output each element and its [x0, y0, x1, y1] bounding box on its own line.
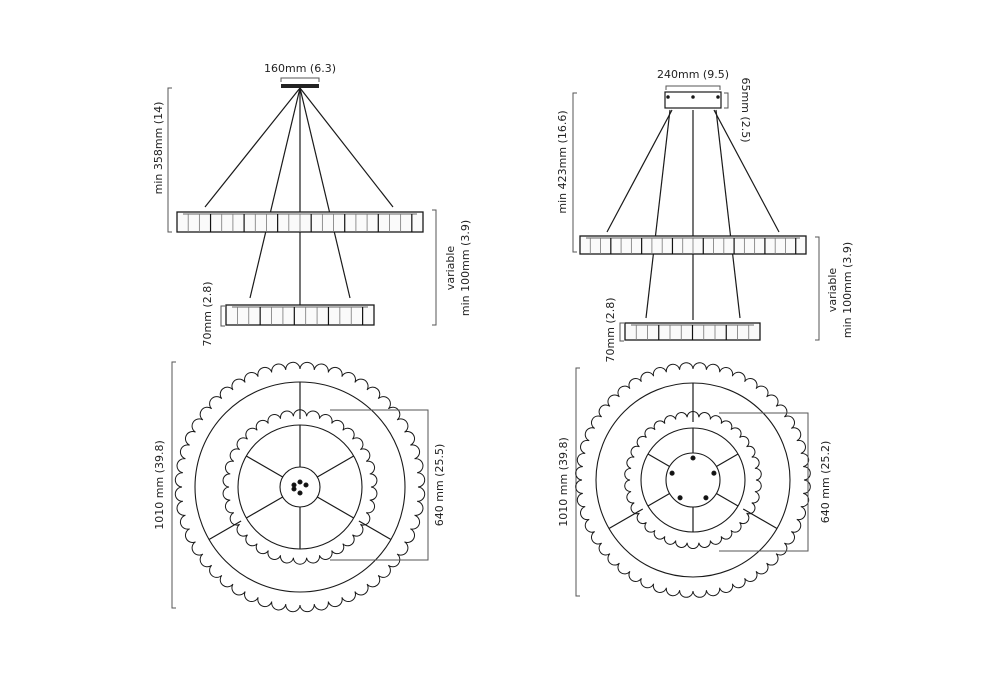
right-inner-spoke [647, 492, 670, 507]
right-canopy-height-dimension [724, 92, 729, 109]
left-gap-label-1: variable [444, 246, 457, 291]
left-inner-spoke [317, 455, 354, 478]
left-hub-mount-point [291, 482, 297, 488]
left-ring-height-dimension [220, 305, 225, 327]
right-inner-diameter-label: 640 mm (25.2) [819, 441, 832, 524]
right-ring-height-dimension [619, 322, 624, 342]
right-canopy [664, 91, 722, 109]
right-canopy-screw [691, 95, 695, 99]
right-ring-height-label: 70mm (2.8) [604, 297, 617, 362]
left-outer-scalloped-ring [174, 361, 426, 613]
right-outer-diameter-label: 1010 mm (39.8) [557, 437, 570, 527]
left-upper-cable [299, 87, 394, 208]
left-ring-height-label: 70mm (2.8) [201, 281, 214, 346]
right-gap-label-2: min 100mm (3.9) [841, 242, 854, 338]
left-inner-spoke [246, 455, 283, 478]
right-lower-cable [645, 109, 671, 319]
left-canopy-width-label: 160mm (6.3) [264, 62, 336, 75]
right-outer-connector [608, 508, 644, 530]
drawing-artwork [167, 77, 820, 613]
left-lower-ring [225, 304, 375, 326]
right-hub [665, 452, 721, 508]
left-hub-mount-point [297, 490, 303, 496]
right-canopy-screw [666, 95, 670, 99]
left-outer-connector [358, 520, 392, 541]
right-hub-mount-point [711, 470, 717, 476]
left-outer-diameter-label: 1010 mm (39.8) [153, 440, 166, 530]
right-inner-spoke [716, 492, 739, 507]
left-hub-mount-point [297, 479, 303, 485]
left-inner-diameter-label: 640 mm (25.5) [433, 444, 446, 527]
right-gap-dimension [815, 236, 820, 341]
left-outer-connector [208, 520, 242, 541]
left-gap-dimension [432, 209, 437, 326]
left-lower-cable [299, 87, 351, 299]
right-min-height-label: min 423mm (16.6) [556, 110, 569, 213]
left-inner-scalloped-ring [222, 409, 378, 565]
right-hub-mount-point [690, 455, 696, 461]
right-gap-label-1: variable [826, 268, 839, 313]
left-outer-diameter-dimension [171, 361, 176, 609]
right-upper-cable [606, 109, 673, 233]
right-upper-cable [713, 109, 780, 233]
right-hub-mount-point [677, 495, 683, 501]
left-upper-cable [204, 87, 301, 208]
right-outer-diameter-dimension [575, 367, 580, 597]
left-inner-spoke [317, 496, 354, 519]
right-canopy-width-dimension [665, 85, 721, 90]
right-canopy-height-label: 65mm (2.5) [739, 77, 752, 142]
right-inner-scalloped-ring [624, 410, 762, 550]
left-lower-cable [249, 87, 301, 299]
left-hub-mount-point [291, 486, 297, 492]
right-canopy-screw [716, 95, 720, 99]
left-inner-diameter-dimension [330, 409, 429, 561]
right-min-height-dimension [572, 92, 577, 253]
left-inner-spoke [246, 496, 283, 519]
left-min-height-dimension [167, 87, 172, 233]
right-inner-spoke [716, 453, 739, 468]
left-canopy-width-dimension [280, 77, 320, 82]
left-min-height-label: min 358mm (14) [152, 102, 165, 195]
right-hub-mount-point [669, 470, 675, 476]
left-gap-label-2: min 100mm (3.9) [459, 220, 472, 316]
right-hub-mount-point [703, 495, 709, 501]
right-outer-scalloped-ring [575, 362, 811, 598]
right-inner-diameter-dimension [719, 412, 809, 552]
right-canopy-width-label: 240mm (9.5) [657, 68, 729, 81]
right-lower-cable [715, 109, 741, 319]
right-outer-connector [742, 508, 778, 530]
right-inner-spoke [647, 453, 670, 468]
left-canopy [281, 84, 319, 88]
left-hub [279, 466, 321, 508]
left-hub-mount-point [303, 482, 309, 488]
